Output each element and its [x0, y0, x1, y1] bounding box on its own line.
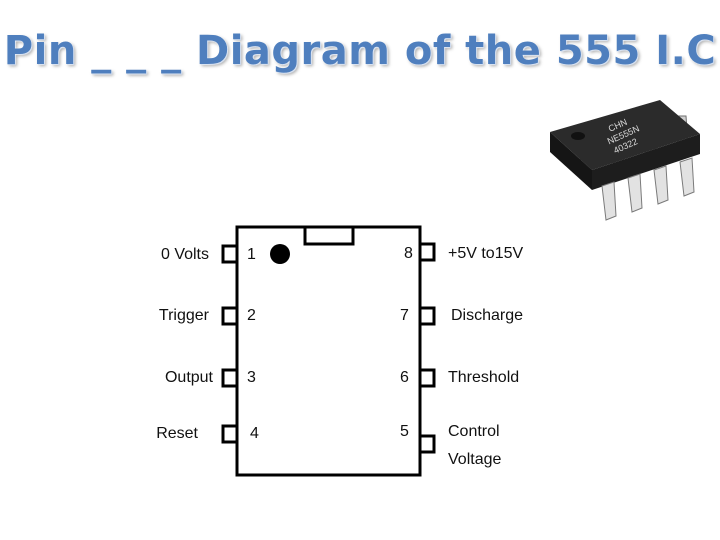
pin-number-4: 4	[250, 425, 259, 442]
pin-stub-3	[221, 368, 239, 388]
pin-number-8: 8	[404, 245, 413, 262]
pin-stub-5	[418, 434, 436, 454]
pin-label-2: Trigger	[159, 307, 210, 324]
pin-number-2: 2	[247, 307, 256, 324]
pin-stub-2	[221, 306, 239, 326]
pin-label-4: Reset	[156, 425, 198, 442]
pin-stub-7	[418, 306, 436, 326]
pin-number-6: 6	[400, 369, 409, 386]
pin-label-5-line1: Control	[448, 423, 500, 440]
chip-photo: CHN NE555N 40322	[550, 100, 700, 221]
ic-notch	[303, 225, 355, 246]
pin-stub-1	[221, 244, 239, 264]
pin-stub-8	[418, 242, 436, 262]
pin-label-5-line2: Voltage	[448, 451, 501, 468]
ic-body	[235, 225, 422, 477]
pin-stub-4	[221, 424, 239, 444]
pin-number-1: 1	[247, 246, 256, 263]
pin-label-8: +5V to15V	[448, 245, 524, 262]
pin1-dot	[270, 244, 290, 264]
pin-label-1: 0 Volts	[161, 246, 209, 263]
pin-number-5: 5	[400, 423, 409, 440]
pin-stub-6	[418, 368, 436, 388]
pin-label-7: Discharge	[451, 307, 523, 324]
pin-label-6: Threshold	[448, 369, 519, 386]
pin-number-3: 3	[247, 369, 256, 386]
page-title: Pin _ _ _ Diagram of the 555 I.C	[3, 28, 717, 74]
pin-number-7: 7	[400, 307, 409, 324]
pin-label-3: Output	[165, 369, 214, 386]
